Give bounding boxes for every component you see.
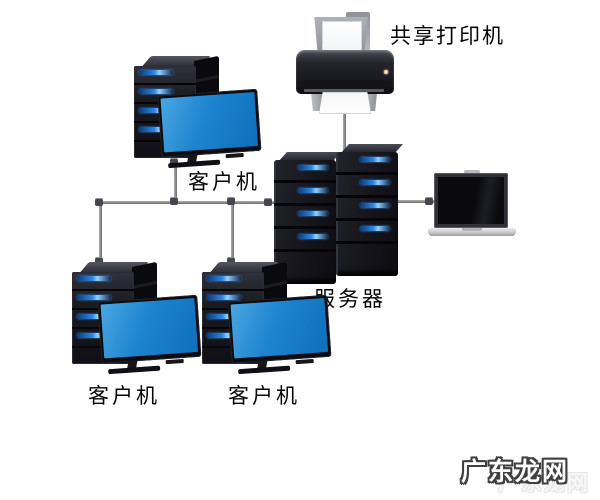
led-strip-icon	[360, 157, 390, 162]
laptop-display	[438, 177, 504, 224]
rack-bay	[274, 160, 336, 183]
led-strip-icon	[207, 276, 241, 281]
led-strip-icon	[298, 165, 328, 170]
monitor-foot	[165, 358, 184, 365]
led-strip-icon	[139, 89, 173, 94]
led-strip-icon	[139, 108, 173, 113]
monitor-screen	[100, 298, 199, 359]
server-rack-right-icon	[336, 144, 404, 276]
client-top-label: 客户机	[188, 170, 260, 194]
rack-bay	[274, 183, 336, 206]
led-strip-icon	[77, 295, 111, 300]
server-icon	[274, 144, 404, 288]
led-strip-icon	[207, 295, 241, 300]
monitor-foot	[225, 152, 244, 159]
watermark: 广东龙网	[461, 457, 570, 486]
led-strip-icon	[77, 314, 111, 319]
monitor-icon	[97, 294, 208, 381]
led-strip-icon	[360, 203, 390, 208]
monitor-screen	[160, 92, 259, 153]
laptop-icon	[428, 170, 516, 238]
rack-front-face	[336, 152, 398, 276]
watermark-ghost: 广东龙网	[498, 471, 590, 495]
monitor-bezel	[97, 294, 202, 364]
laptop-latch	[462, 228, 482, 231]
laptop-hinge	[464, 170, 480, 175]
client-bottom-middle-label: 客户机	[228, 384, 300, 408]
led-strip-icon	[298, 211, 328, 216]
led-strip-icon	[139, 127, 173, 132]
monitor-foot	[295, 358, 314, 365]
monitor-screen	[230, 298, 329, 359]
monitor-bezel	[227, 294, 332, 364]
cable-network-bus	[99, 201, 277, 204]
monitor-icon	[157, 88, 268, 175]
led-strip-icon	[77, 333, 111, 338]
rack-bay	[274, 206, 336, 229]
rack-bay	[336, 221, 398, 244]
laptop-base	[428, 228, 516, 236]
cable-tee-joint	[170, 197, 178, 205]
led-strip-icon	[360, 226, 390, 231]
cable-printer-to-server	[343, 102, 346, 158]
printer-indicator-light-icon	[384, 70, 388, 74]
cable-joint	[425, 197, 433, 205]
cable-elbow-joint	[95, 198, 103, 206]
led-strip-icon	[360, 180, 390, 185]
monitor-icon	[227, 294, 338, 381]
server-rack-left-icon	[274, 152, 342, 284]
monitor-base	[238, 365, 291, 375]
shared-printer-label: 共享打印机	[390, 24, 505, 48]
led-strip-icon	[298, 234, 328, 239]
printer-output-paper-icon	[319, 92, 371, 114]
led-strip-icon	[77, 276, 111, 281]
drive-bay	[134, 66, 196, 85]
printer-output-slot-icon	[304, 80, 384, 92]
cable-joint	[227, 257, 235, 265]
monitor-bezel	[157, 88, 262, 158]
cable-tee-joint	[227, 197, 235, 205]
cable-bus-to-client-bottom-left	[99, 203, 102, 263]
led-strip-icon	[139, 70, 173, 75]
drive-bay	[202, 272, 264, 291]
cable-bus-to-client-top	[174, 162, 177, 202]
rack-front-face	[274, 160, 336, 284]
led-strip-icon	[207, 314, 241, 319]
cable-joint	[95, 257, 103, 265]
rack-bay	[336, 175, 398, 198]
rack-bay	[336, 152, 398, 175]
cable-bus-to-client-bottom-middle	[231, 203, 234, 263]
cable-server-to-laptop	[398, 200, 434, 203]
drive-bay	[72, 272, 134, 291]
led-strip-icon	[298, 188, 328, 193]
led-strip-icon	[207, 333, 241, 338]
cable-joint	[264, 198, 272, 206]
laptop-screen-bezel	[434, 173, 508, 228]
rack-bay	[336, 198, 398, 221]
shared-printer-icon	[296, 12, 396, 114]
monitor-base	[108, 365, 161, 375]
client-bottom-left-label: 客户机	[88, 384, 160, 408]
rack-bay	[274, 229, 336, 252]
